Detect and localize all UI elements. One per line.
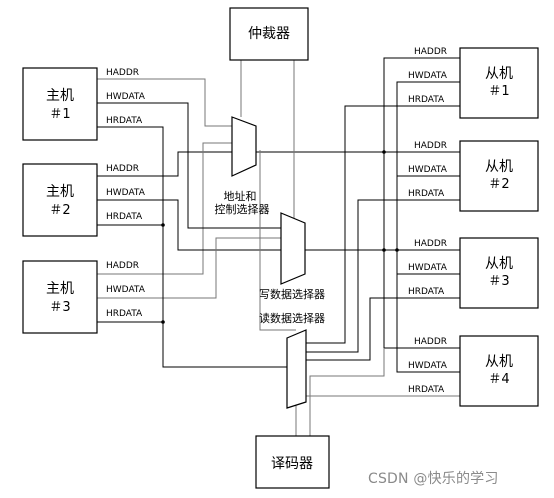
master-2-name: 主机 [46, 184, 74, 200]
junction-dot [161, 223, 165, 227]
addr-mux-label: 控制选择器 [215, 202, 270, 216]
master2-hwdata-wire [97, 199, 281, 251]
slave-signal-label: HADDR [414, 337, 447, 347]
slave2-hrdata-wire [287, 199, 460, 353]
slave-1-name: 从机 [485, 66, 513, 82]
slave-3-name: 从机 [485, 256, 513, 272]
slave-signal-label: HWDATA [408, 263, 448, 273]
slave-2-name: 从机 [485, 159, 513, 175]
master1-hwdata-wire [97, 102, 281, 229]
slave1-hrdata-wire [287, 105, 460, 344]
slave-4-id: ＃4 [488, 372, 509, 387]
write-data-mux [280, 212, 306, 285]
master-signal-label: HADDR [106, 164, 139, 174]
slave-3-box [459, 237, 539, 309]
master-signal-label: HWDATA [106, 92, 146, 102]
master-signal-label: HADDR [106, 68, 139, 78]
master-2-id: ＃2 [49, 203, 70, 218]
master-signal-label: HRDATA [106, 212, 143, 222]
master3-haddr-wire [97, 142, 232, 275]
master-signal-label: HRDATA [106, 116, 143, 126]
slave-signal-label: HADDR [414, 239, 447, 249]
master-1-name: 主机 [46, 88, 74, 104]
decoder-label: 译码器 [271, 456, 313, 472]
read-mux-label: 读数据选择器 [259, 311, 325, 325]
master-3-name: 主机 [46, 281, 74, 297]
master3-hwdata-wire [97, 237, 281, 299]
addr-mux-to-read-mux [259, 150, 296, 331]
master-1-box [22, 67, 98, 141]
junction-dot [395, 248, 399, 252]
arbiter-box [229, 7, 309, 61]
slave-signal-label: HWDATA [408, 165, 448, 175]
slave-2-id: ＃2 [488, 177, 509, 192]
arbiter-label: 仲裁器 [248, 26, 290, 42]
decoder-box [255, 435, 330, 489]
slave-3-id: ＃3 [488, 274, 509, 289]
slave-signal-label: HRDATA [408, 287, 445, 297]
watermark-text: CSDN @快乐的学习 [368, 471, 499, 487]
master-3-id: ＃3 [49, 300, 70, 315]
slave-4-name: 从机 [485, 354, 513, 370]
slave-signal-label: HRDATA [408, 385, 445, 395]
master-signal-label: HRDATA [106, 309, 143, 319]
slave-signal-label: HRDATA [408, 189, 445, 199]
slave-signal-label: HWDATA [408, 71, 448, 81]
addr-mux-label: 地址和 [224, 189, 257, 203]
master2-haddr-wire [97, 151, 232, 177]
slave-signal-label: HADDR [414, 47, 447, 57]
slave-signal-label: HRDATA [408, 95, 445, 105]
addr-bus-to-decoder [309, 348, 385, 436]
slave-signal-label: HWDATA [408, 361, 448, 371]
addr-control-mux [231, 116, 257, 177]
slave3-hrdata-wire [287, 297, 460, 361]
slave-signal-label: HADDR [414, 141, 447, 151]
master1-hrdata-wire [97, 126, 287, 368]
junction-dot [161, 320, 165, 324]
master-signal-label: HWDATA [106, 285, 146, 295]
slave-4-box [459, 335, 539, 407]
slave-1-box [459, 47, 539, 119]
master-signal-label: HWDATA [106, 188, 146, 198]
write-mux-label: 写数据选择器 [259, 287, 325, 301]
read-data-mux [286, 329, 307, 409]
master-1-id: ＃1 [49, 107, 70, 122]
slave-2-box [459, 140, 539, 212]
junction-dot [382, 150, 386, 154]
master-signal-label: HADDR [106, 261, 139, 271]
addr-mux-output-bus [256, 57, 460, 153]
master1-haddr-wire [97, 78, 232, 127]
master-3-box [22, 260, 98, 334]
junction-dot [382, 248, 386, 252]
write-bus-to-slave4 [396, 250, 460, 373]
master-2-box [22, 163, 98, 237]
write-bus-to-slave1 [396, 81, 460, 250]
slave-1-id: ＃1 [488, 84, 509, 99]
